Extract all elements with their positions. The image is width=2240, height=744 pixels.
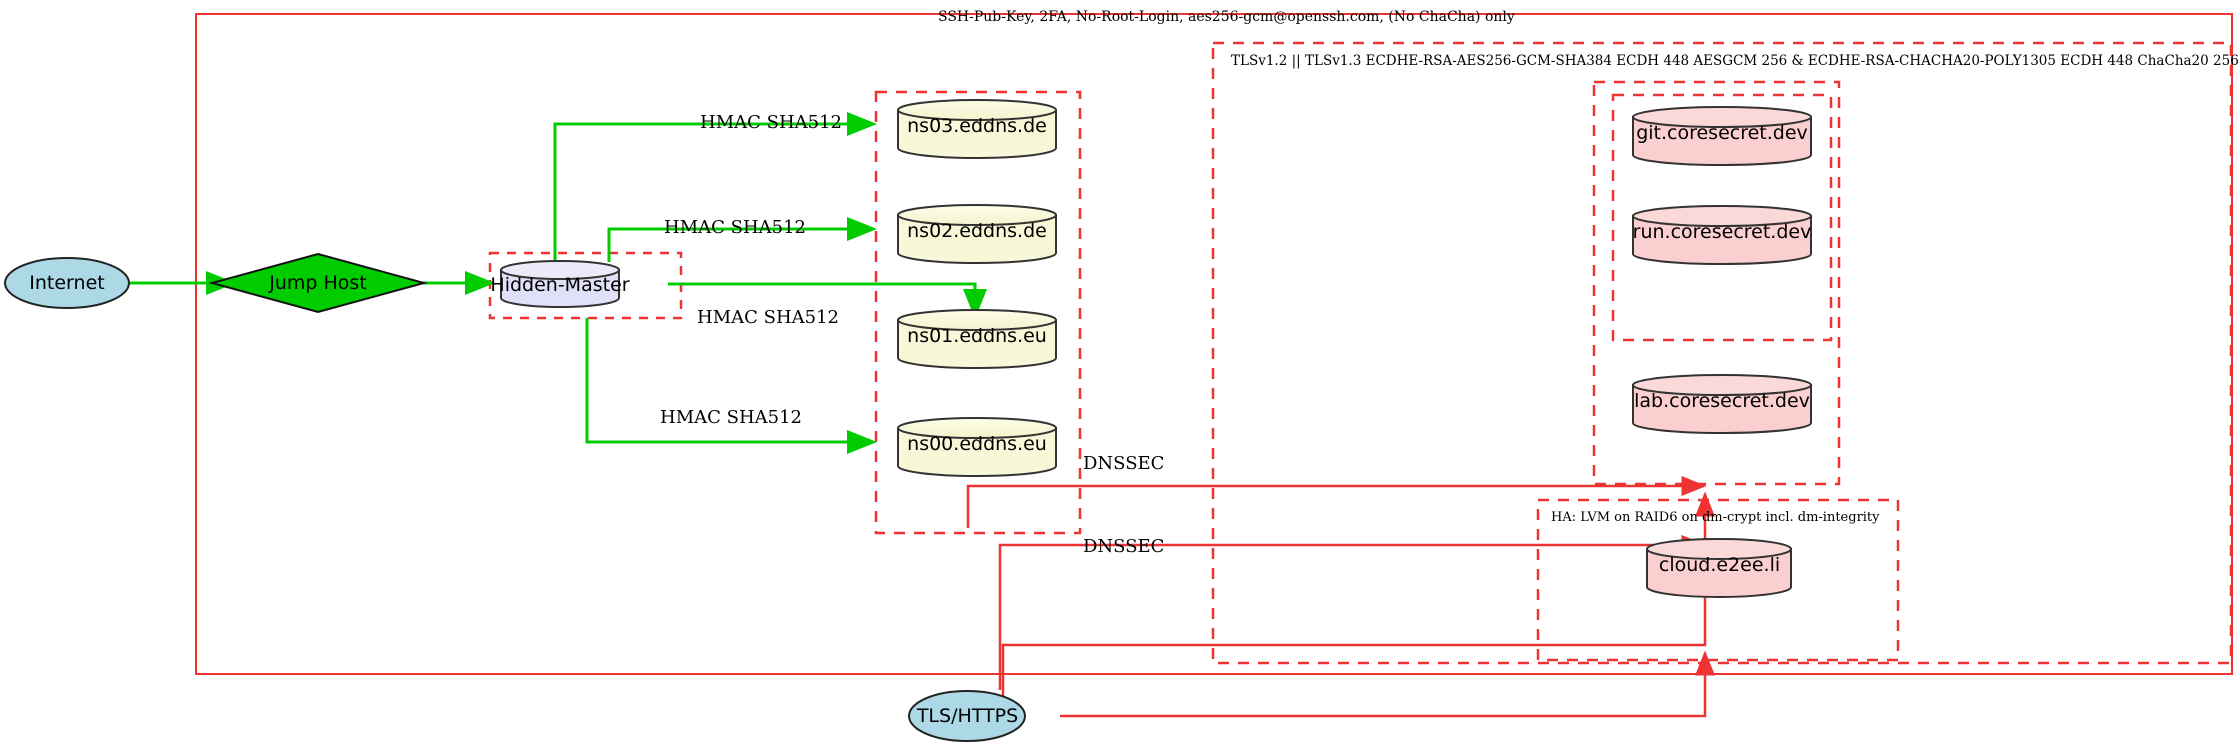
node-ns02-shape[interactable]: [897, 204, 1057, 264]
node-internet-shape[interactable]: [4, 257, 130, 309]
edge-tlshttps-to-coresecret: [1001, 491, 1715, 714]
node-hiddenmaster-shape[interactable]: [500, 260, 620, 308]
edge-label-hmac-ns03: HMAC SHA512: [700, 112, 843, 133]
edge-label-dnssec-upper: DNSSEC: [1083, 453, 1165, 474]
edge-label-hmac-ns02: HMAC SHA512: [664, 217, 807, 238]
node-run-label: run.coresecret.dev: [1632, 221, 1812, 243]
ha-boundary-rect: [1536, 498, 1900, 662]
node-cloud-shape[interactable]: [1646, 538, 1792, 598]
edge-hiddenmaster-to-ns00: [585, 318, 877, 454]
edge-hiddenmaster-to-ns02: [607, 217, 877, 262]
node-lab-label: lab.coresecret.dev: [1634, 390, 1810, 412]
dns-cluster-boundary-rect: [874, 90, 1082, 535]
node-hiddenmaster-label: Hidden-Master: [490, 274, 630, 296]
node-ns03-label: ns03.eddns.de: [907, 115, 1047, 137]
edge-tlshttps-to-ha: [1060, 650, 1715, 718]
node-ns02-label: ns02.eddns.de: [907, 220, 1047, 242]
edge-dnssec-lower: [998, 535, 1707, 690]
edge-hiddenmaster-to-ns01: [668, 282, 987, 319]
node-jumphost-shape[interactable]: [208, 252, 428, 314]
edge-hiddenmaster-to-ns03: [553, 112, 877, 262]
edge-dnssec-upper: [966, 476, 1707, 528]
node-ns01-label: ns01.eddns.eu: [907, 325, 1047, 347]
edge-label-hmac-ns00: HMAC SHA512: [660, 407, 803, 428]
node-ns03-shape[interactable]: [897, 99, 1057, 159]
node-run-shape[interactable]: [1632, 205, 1812, 265]
node-ns00-label: ns00.eddns.eu: [907, 433, 1047, 455]
ha-boundary-label: HA: LVM on RAID6 on dm-crypt incl. dm-in…: [1551, 510, 1880, 525]
ssh-boundary-rect: [195, 13, 2233, 675]
git-run-boundary-rect: [1611, 93, 1833, 342]
node-internet-label: Internet: [29, 272, 105, 294]
node-lab-shape[interactable]: [1632, 374, 1812, 434]
ssh-boundary-label: SSH-Pub-Key, 2FA, No-Root-Login, aes256-…: [938, 9, 1515, 25]
node-ns00-shape[interactable]: [897, 417, 1057, 477]
node-git-label: git.coresecret.dev: [1636, 122, 1808, 144]
node-git-shape[interactable]: [1632, 106, 1812, 166]
edge-label-dnssec-lower: DNSSEC: [1083, 536, 1165, 557]
node-ns01-shape[interactable]: [897, 309, 1057, 369]
node-jumphost-label: Jump Host: [269, 272, 367, 294]
node-tlshttps-label: TLS/HTTPS: [916, 705, 1019, 727]
node-cloud-label: cloud.e2ee.li: [1658, 554, 1781, 576]
tls-boundary-rect: [1211, 41, 2233, 665]
edge-label-hmac-ns01: HMAC SHA512: [697, 307, 840, 328]
node-tlshttps-shape[interactable]: [908, 690, 1026, 742]
coresecret-boundary-rect: [1592, 80, 1841, 486]
tls-boundary-label: TLSv1.2 || TLSv1.3 ECDHE-RSA-AES256-GCM-…: [1231, 53, 2239, 69]
